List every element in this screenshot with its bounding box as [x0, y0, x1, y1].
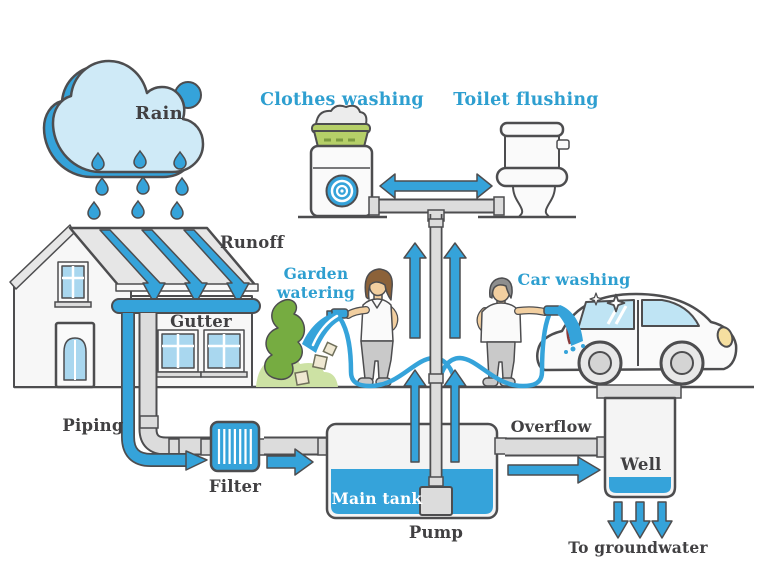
- front-door: [54, 321, 96, 389]
- car-water-spray: [553, 305, 585, 354]
- garden-plant: [264, 298, 306, 380]
- toilet-lid: [499, 121, 565, 138]
- pipe-coupling: [168, 438, 180, 455]
- transfer-arrow-icon: [379, 173, 493, 199]
- hair: [364, 268, 393, 301]
- front-arm: [345, 307, 369, 318]
- gutter-icon: [111, 298, 261, 314]
- headlight: [716, 326, 734, 348]
- flow-arrow: [266, 448, 314, 476]
- garden-icon: [256, 298, 338, 387]
- shoe: [482, 377, 499, 387]
- roof-runoff-arrows-icon: [99, 229, 250, 304]
- cloud-body: [51, 59, 205, 174]
- supply-up-arrows: [403, 242, 467, 339]
- downpipe-icon: [121, 313, 214, 471]
- piping-label: Piping: [62, 416, 124, 435]
- well-cap: [596, 384, 682, 399]
- washing-machine-icon: [309, 104, 374, 218]
- gutter-label: Gutter: [170, 312, 232, 331]
- stepping-stone: [294, 370, 310, 386]
- man-washing-icon: [476, 277, 549, 387]
- pump-label: Pump: [408, 523, 464, 542]
- pump-pipe-icon: [428, 214, 444, 489]
- flow-arrowhead: [185, 450, 208, 471]
- woman-watering-icon: [344, 268, 399, 387]
- car-rear-window: [577, 299, 635, 330]
- toilet-icon: [495, 121, 570, 218]
- filter-label: Filter: [208, 477, 262, 496]
- toilet-pedestal: [512, 185, 556, 218]
- garden-water-spray: [302, 312, 343, 353]
- well-body: [603, 396, 677, 499]
- overflow-label: Overflow: [510, 417, 592, 436]
- groundwater-arrows-icon: [607, 501, 673, 539]
- rain-cloud-icon: [42, 59, 205, 179]
- tank-outflow-arrows: [403, 369, 467, 463]
- car-icon: [536, 292, 738, 386]
- filter-icon: [200, 420, 269, 473]
- main-tank-label: Main tank: [331, 489, 423, 508]
- toilet-tank: [504, 131, 560, 173]
- front-arm: [515, 307, 548, 315]
- well-water: [609, 477, 671, 493]
- house-window-left: [154, 329, 202, 378]
- garden-watering-label: Garden watering: [276, 264, 356, 302]
- well-icon: [596, 384, 682, 499]
- house-icon: [9, 224, 259, 389]
- to-groundwater-label: To groundwater: [568, 538, 708, 557]
- pipe-coupling: [139, 415, 159, 429]
- car-front-window: [641, 299, 700, 327]
- toilet-flushing-label: Toilet flushing: [453, 90, 599, 110]
- toilet-seat: [495, 166, 569, 188]
- clothes-washing-label: Clothes washing: [260, 90, 424, 110]
- rain-label: Rain: [135, 103, 183, 124]
- stepping-stone: [311, 353, 329, 371]
- hair: [489, 277, 513, 299]
- laundry-pile: [315, 104, 368, 125]
- house-window-right: [200, 329, 248, 378]
- filter-to-tank-pipe: [264, 436, 332, 476]
- overflow-arrow: [507, 456, 601, 484]
- tank-top: [360, 298, 394, 342]
- car-washing-label: Car washing: [517, 270, 631, 289]
- pump-icon: [419, 486, 453, 516]
- well-label: Well: [620, 455, 662, 474]
- flush-handle: [556, 139, 570, 150]
- gable-window: [54, 261, 92, 308]
- stepping-stone: [322, 341, 338, 357]
- pants: [360, 340, 394, 380]
- overflow-pipe-icon: [505, 436, 610, 484]
- runoff-label: Runoff: [219, 233, 285, 252]
